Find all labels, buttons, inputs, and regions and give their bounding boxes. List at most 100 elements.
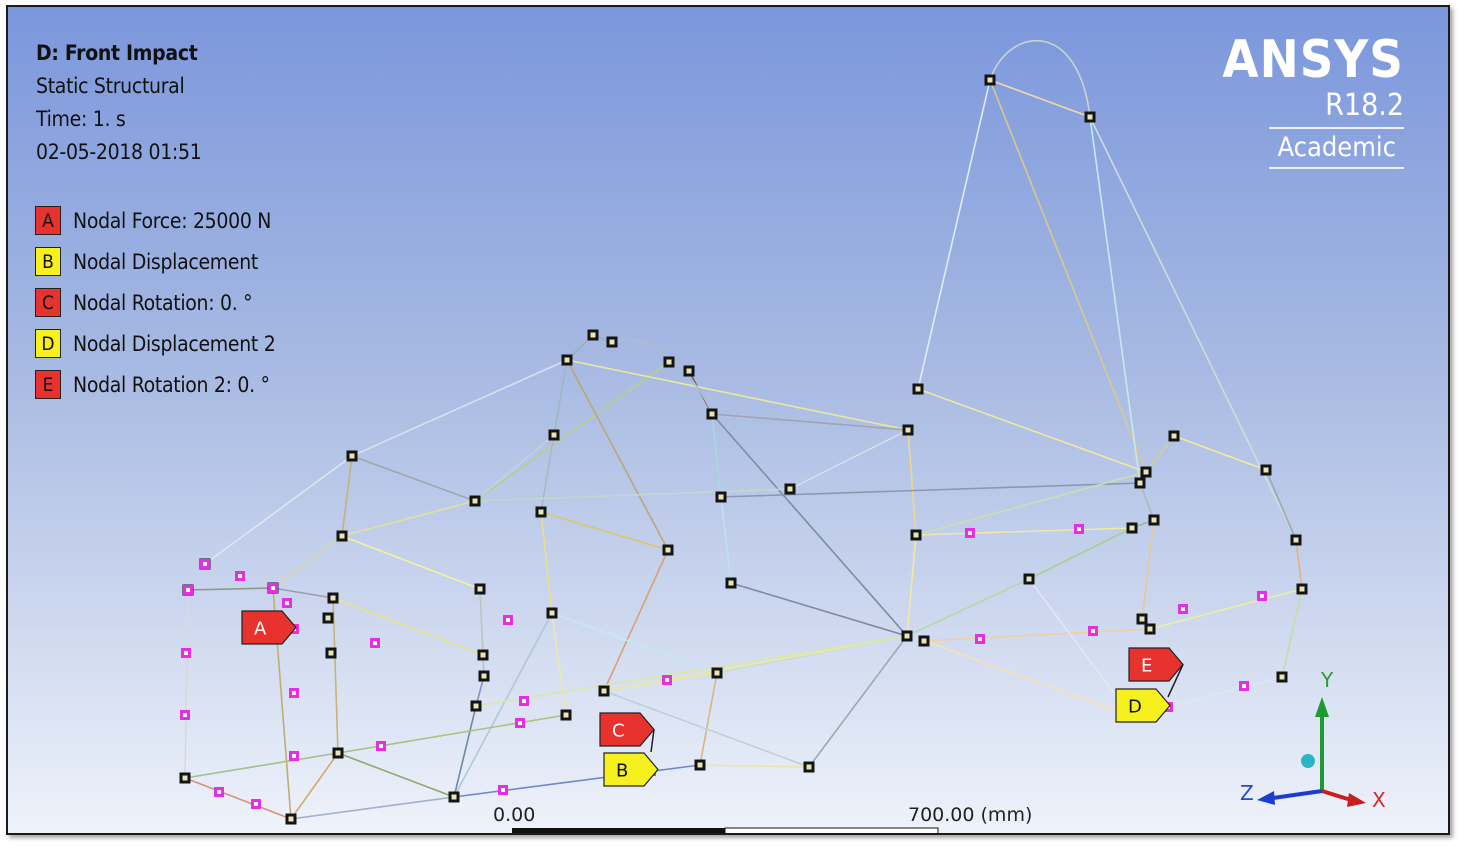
frame-node-center	[1087, 114, 1093, 120]
bc-tag-d[interactable]: D	[1115, 688, 1171, 723]
legend-label: Nodal Displacement 2	[73, 331, 276, 356]
frame-member	[272, 535, 343, 589]
frame-member	[989, 79, 1091, 118]
frame-member	[1265, 469, 1297, 541]
frame-member	[907, 429, 917, 536]
load-point-center	[1242, 684, 1246, 688]
legend-item[interactable]: E Nodal Rotation 2: 0. °	[35, 364, 275, 405]
frame-node-center	[913, 532, 919, 538]
frame-member	[551, 612, 567, 716]
frame-member	[479, 588, 485, 677]
frame-member	[989, 79, 1147, 473]
frame-node-center	[1129, 525, 1135, 531]
legend-item[interactable]: A Nodal Force: 25000 N	[35, 200, 275, 241]
load-point-center	[292, 691, 296, 695]
frame-member	[915, 471, 1147, 536]
bc-tag-label: C	[612, 721, 625, 742]
frame-node-center	[601, 688, 607, 694]
scale-bar: 0.00 700.00 (mm)	[493, 804, 1032, 833]
z-axis-label: Z	[1240, 781, 1254, 805]
bc-tag-label: B	[616, 761, 628, 782]
load-point-center	[373, 641, 377, 645]
frame-member	[923, 640, 1132, 717]
analysis-info: D: Front Impact Static Structural Time: …	[36, 37, 202, 169]
load-point-center	[1181, 607, 1185, 611]
frame-member	[551, 612, 718, 674]
frame-member	[474, 488, 791, 502]
frame-member	[351, 359, 568, 457]
frame-member	[332, 597, 339, 754]
bc-tag-b[interactable]: B	[603, 752, 659, 787]
frame-member	[204, 455, 353, 565]
frame-member	[553, 359, 568, 436]
frame-member	[187, 587, 274, 591]
legend-item[interactable]: D Nodal Displacement 2	[35, 323, 276, 364]
frame-member	[290, 796, 455, 820]
frame-node-center	[564, 357, 570, 363]
frame-node-center	[1143, 469, 1149, 475]
bc-tag-shape	[603, 752, 659, 787]
frame-member	[540, 511, 553, 614]
ansys-logo: ANSYS R18.2 Academic	[1222, 31, 1404, 169]
frame-node-center	[538, 509, 544, 515]
frame-member	[917, 79, 991, 390]
load-point-center	[506, 618, 510, 622]
frame-member	[566, 359, 669, 551]
frame-member	[337, 714, 567, 754]
load-point-center	[271, 586, 275, 590]
bc-tag-label: D	[1128, 697, 1142, 718]
load-point-center	[968, 531, 972, 535]
load-point-center	[518, 721, 522, 725]
frame-member	[566, 359, 909, 431]
frame-member	[699, 764, 810, 768]
legend-key: C	[35, 288, 61, 317]
frame-member	[1089, 116, 1141, 484]
boundary-condition-legend: A Nodal Force: 25000 N B Nodal Displacem…	[35, 200, 276, 405]
frame-node-center	[325, 615, 331, 621]
frame-member	[341, 455, 353, 537]
coordinate-triad[interactable]: Y X Z	[1240, 668, 1386, 812]
frame-member	[808, 635, 908, 768]
frame-member	[906, 534, 917, 637]
frame-member	[611, 338, 713, 415]
legend-key: E	[35, 370, 61, 399]
frame-member	[272, 587, 334, 599]
load-point-center	[665, 678, 669, 682]
load-point-center	[186, 588, 190, 592]
frame-node-center	[1026, 576, 1032, 582]
z-axis-arrow	[1272, 789, 1323, 800]
frame-node-center	[477, 586, 483, 592]
frame-member	[474, 434, 555, 502]
frame-node-center	[709, 411, 715, 417]
load-point-center	[285, 601, 289, 605]
load-point-center	[184, 651, 188, 655]
frame-member	[351, 455, 476, 502]
frame-member	[341, 500, 476, 537]
bc-tag-label: A	[254, 619, 267, 640]
frame-node-center	[987, 77, 993, 83]
brand-edition: Academic	[1269, 127, 1404, 169]
legend-item[interactable]: B Nodal Displacement	[35, 241, 275, 282]
frame-member	[1141, 519, 1155, 620]
load-point-center	[522, 699, 526, 703]
frame-node-center	[473, 703, 479, 709]
bc-tag-shape	[599, 712, 655, 747]
frame-node-center	[915, 386, 921, 392]
frame-node-center	[1147, 626, 1153, 632]
legend-label: Nodal Displacement	[73, 249, 259, 274]
frame-member	[1149, 588, 1303, 630]
scale-start-label: 0.00	[493, 804, 535, 826]
bc-tag-c[interactable]: C	[599, 712, 655, 753]
load-point-center	[978, 637, 982, 641]
frame-member	[603, 690, 810, 768]
frame-node-center	[728, 580, 734, 586]
frame-member	[1295, 539, 1303, 590]
frame-member	[332, 597, 484, 656]
bc-tag-a[interactable]: A	[241, 610, 297, 645]
frame-node-center	[697, 762, 703, 768]
legend-item[interactable]: C Nodal Rotation: 0. °	[35, 282, 275, 323]
bc-tag-e[interactable]: E	[1128, 647, 1184, 698]
load-point-center	[1091, 629, 1095, 633]
